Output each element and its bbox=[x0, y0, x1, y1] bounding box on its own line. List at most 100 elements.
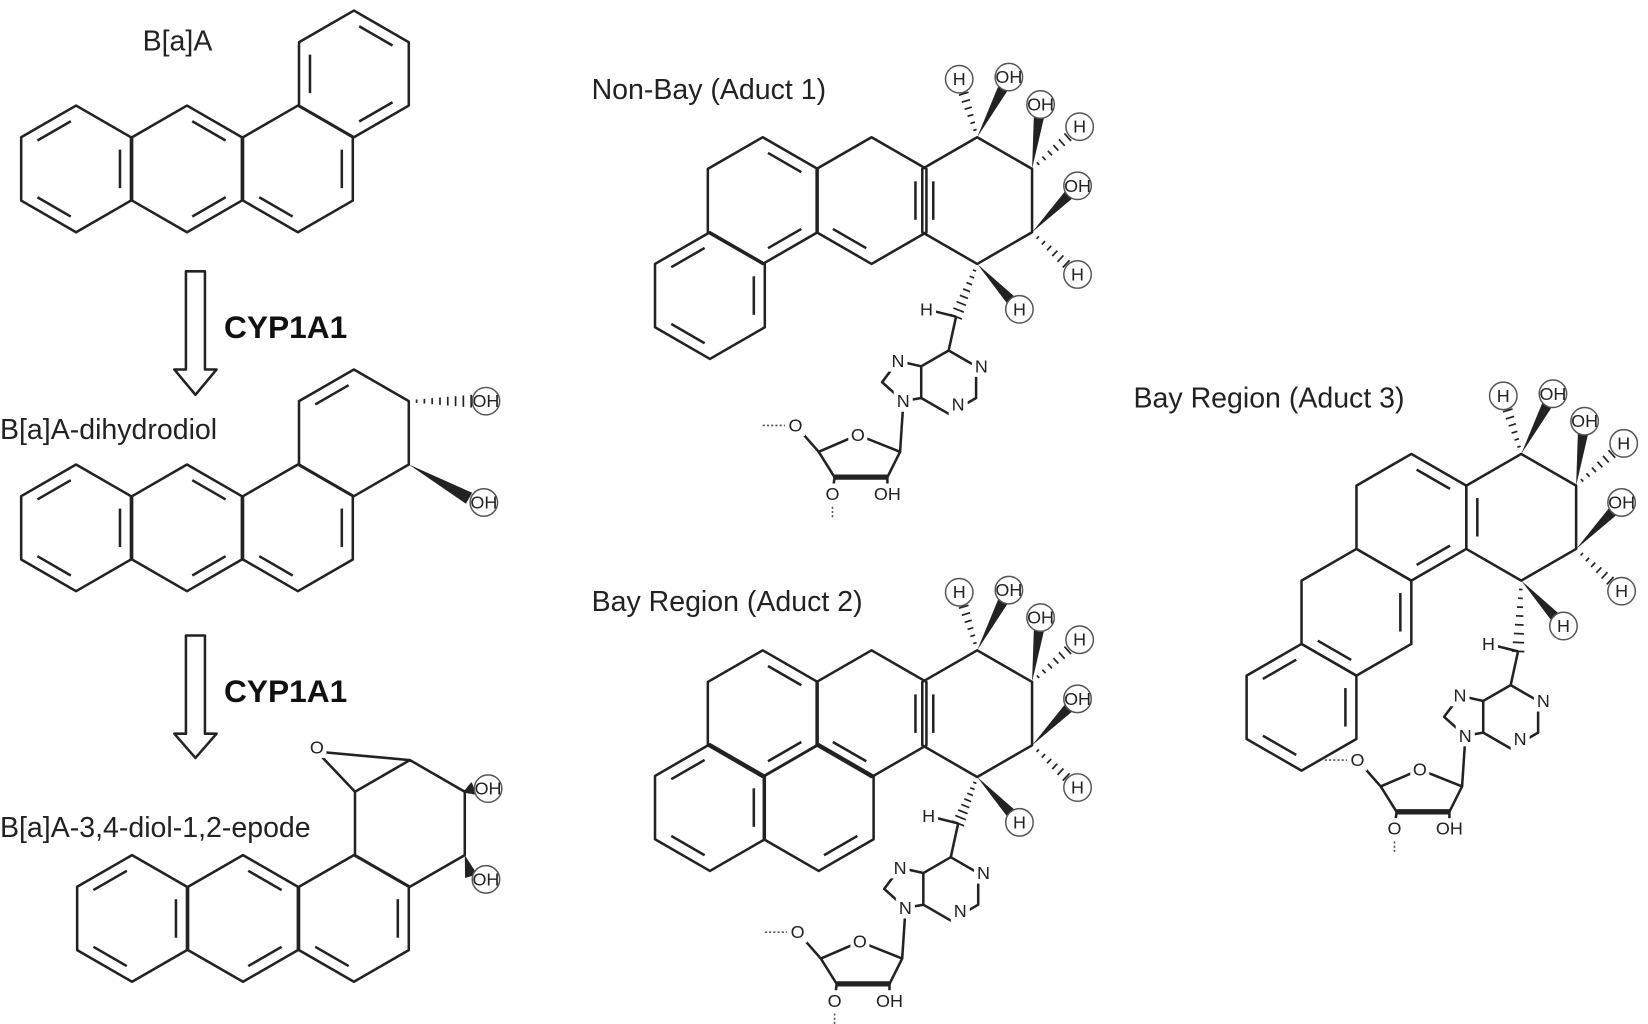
ring-a bbox=[1355, 452, 1468, 582]
atom-bg bbox=[825, 990, 845, 1012]
atom-bg bbox=[948, 393, 968, 415]
hash-bond-segment bbox=[966, 281, 973, 286]
atom-h: H bbox=[1073, 630, 1086, 650]
double-bond-line bbox=[314, 945, 350, 968]
atom-bg bbox=[888, 350, 908, 372]
hash-bond-segment bbox=[1052, 144, 1059, 152]
label-parent-compound: B[a]A bbox=[143, 26, 213, 58]
hash-bond-segment bbox=[1517, 445, 1521, 448]
atom-circle bbox=[471, 386, 501, 416]
atom-o: O bbox=[1387, 819, 1401, 839]
ring-d-saturated bbox=[921, 135, 1034, 266]
atom-bg bbox=[1347, 749, 1367, 771]
ring-b bbox=[706, 135, 819, 266]
hash-bond-segment bbox=[1585, 557, 1590, 562]
atom-oh: OH bbox=[874, 484, 901, 504]
atom-o: O bbox=[1413, 760, 1427, 780]
atom-h: H bbox=[953, 69, 966, 89]
atom-bg bbox=[822, 483, 842, 505]
hash-bond-segment bbox=[1051, 250, 1058, 257]
label-adduct-1: Non-Bay (Aduct 1) bbox=[592, 74, 827, 106]
hash-bond-segment bbox=[963, 798, 972, 803]
hash-bond-segment bbox=[1512, 641, 1525, 644]
hash-bond-segment bbox=[954, 814, 967, 821]
atom-bg bbox=[785, 414, 805, 436]
hash-bond-segment bbox=[1062, 772, 1071, 782]
ring-d-saturated bbox=[1465, 452, 1578, 582]
atom-oh: OH bbox=[1064, 689, 1091, 709]
atom-circle bbox=[1538, 379, 1568, 409]
hash-bond-segment bbox=[1580, 478, 1584, 483]
atom-circle bbox=[994, 62, 1024, 92]
atom-bg bbox=[1410, 759, 1430, 781]
ring-b bbox=[815, 649, 928, 779]
atom-n: N bbox=[894, 858, 907, 878]
hash-bond-segment bbox=[1511, 430, 1518, 434]
atom-h: H bbox=[1073, 117, 1086, 137]
hash-bond-segment bbox=[1606, 576, 1615, 585]
atom-bg bbox=[1510, 728, 1530, 750]
double-bond-line bbox=[36, 479, 72, 501]
hash-bond-segment bbox=[1595, 566, 1602, 574]
double-bond-line bbox=[36, 555, 72, 577]
atom-o: O bbox=[851, 425, 865, 445]
atom-circle bbox=[1026, 603, 1056, 633]
atom-bg bbox=[1384, 818, 1404, 840]
atom-bg bbox=[895, 897, 915, 919]
hash-bond-segment bbox=[1058, 138, 1066, 147]
atom-h: H bbox=[922, 806, 935, 826]
hash-bond-segment bbox=[1041, 156, 1047, 161]
atom-h: H bbox=[953, 582, 966, 602]
hash-bond-segment bbox=[1505, 415, 1515, 420]
atom-n: N bbox=[954, 901, 967, 921]
hash-bond-segment bbox=[1596, 461, 1604, 468]
double-bond-line bbox=[1415, 544, 1451, 567]
ring-d bbox=[762, 742, 875, 873]
wedge-bond bbox=[1032, 616, 1047, 682]
bond bbox=[947, 316, 958, 351]
hash-bond-segment bbox=[1035, 748, 1040, 753]
reaction-arrow-1 bbox=[173, 270, 218, 397]
atom-bg bbox=[1533, 690, 1553, 712]
hash-bond-segment bbox=[970, 634, 976, 638]
hash-bond-segment bbox=[1590, 561, 1596, 568]
atom-circle bbox=[1063, 260, 1093, 289]
atom-o: O bbox=[853, 932, 867, 952]
hash-bond-segment bbox=[1056, 767, 1065, 776]
atom-bg bbox=[879, 990, 900, 1012]
atom-h: H bbox=[1013, 299, 1026, 319]
atom-circle bbox=[1488, 381, 1518, 411]
reaction-arrow-2 bbox=[173, 634, 218, 760]
hash-bond-segment bbox=[468, 784, 474, 795]
atom-n: N bbox=[1514, 729, 1527, 749]
atom-bg bbox=[1450, 685, 1470, 707]
atom-n: N bbox=[1459, 726, 1472, 746]
hash-bond-segment bbox=[1041, 669, 1047, 674]
atom-circle bbox=[1026, 90, 1056, 119]
atom-o: O bbox=[788, 415, 802, 435]
atom-circle bbox=[944, 577, 974, 607]
wedge-bond bbox=[408, 464, 473, 504]
hash-bond-segment bbox=[1051, 763, 1058, 770]
atom-circle bbox=[1607, 488, 1637, 517]
hash-bond-segment bbox=[1047, 150, 1053, 156]
atom-circle bbox=[1065, 625, 1095, 655]
double-bond-line bbox=[832, 740, 867, 763]
atom-oh: OH bbox=[1539, 384, 1566, 404]
bond bbox=[1460, 738, 1467, 787]
hash-bond-segment bbox=[958, 604, 969, 610]
atom-circle bbox=[1549, 611, 1578, 641]
ring-a bbox=[706, 649, 819, 779]
double-bond-line bbox=[92, 869, 128, 892]
double-bond-line bbox=[1262, 658, 1297, 681]
bond bbox=[898, 404, 905, 452]
bond bbox=[1509, 651, 1520, 686]
atom-oh: OH bbox=[1571, 411, 1598, 431]
atom-oh: OH bbox=[1027, 95, 1054, 115]
hash-bond-segment bbox=[973, 641, 977, 645]
atom-o: O bbox=[791, 922, 805, 942]
atom-circle bbox=[944, 64, 974, 94]
atom-oh: OH bbox=[995, 67, 1022, 87]
label-enzyme-step1: CYP1A1 bbox=[224, 309, 347, 345]
ring-a bbox=[75, 853, 189, 984]
